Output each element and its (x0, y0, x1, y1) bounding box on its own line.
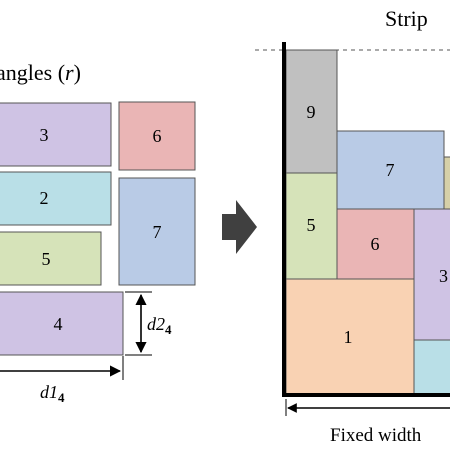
strip-rect-5: 5 (285, 172, 338, 281)
width-dimension-label: d14 (40, 382, 65, 405)
rect-5: 5 (0, 231, 102, 286)
strip-rect-5-label: 5 (307, 215, 316, 235)
strip-rect-3-label: 3 (439, 266, 448, 286)
rect-5-label: 5 (42, 249, 51, 269)
fixed-width-dimension: Fixed width (285, 399, 450, 446)
rect-6: 6 (118, 101, 196, 171)
rect-4-label: 4 (54, 314, 63, 334)
strip-rect-2 (413, 339, 450, 395)
rect-2: 2 (0, 171, 112, 226)
strip-rect-3: 3 (413, 208, 450, 341)
strip-rect-6-label: 6 (371, 234, 380, 254)
height-dimension-label: d24 (147, 314, 172, 337)
rect-3: 3 (0, 102, 112, 167)
strip-rect-6: 6 (336, 208, 415, 280)
rect-6-label: 6 (153, 126, 162, 146)
rect-3-label: 3 (40, 125, 49, 145)
strip-rect-8 (443, 156, 450, 210)
strip-rect-7-label: 7 (386, 160, 395, 180)
fixed-width-label: Fixed width (330, 425, 422, 446)
height-dimension: d24 (125, 291, 172, 356)
rect-7-label: 7 (153, 222, 162, 242)
strip-rect-1-label: 1 (344, 327, 353, 347)
strip-rect-7: 7 (336, 130, 445, 210)
transform-arrow (222, 200, 257, 254)
rect-2-label: 2 (40, 188, 49, 208)
width-dimension: d14 (0, 356, 124, 405)
strip-rect-9-label: 9 (307, 102, 316, 122)
strip-title: Strip (385, 6, 428, 31)
rect-4: 4 (0, 291, 124, 356)
rectangles-title: angles (r) (0, 60, 81, 85)
strip-rect-1: 1 (285, 278, 415, 395)
rect-7: 7 (118, 177, 196, 286)
strip-rect-9: 9 (285, 49, 338, 174)
